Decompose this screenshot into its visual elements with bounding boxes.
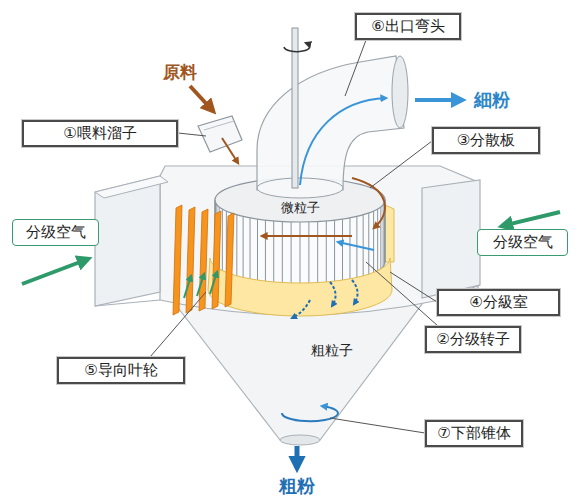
classification-chamber [208,258,392,316]
rotor-slat [334,220,335,282]
rotor-slat [363,215,364,277]
rotor-slat [291,222,292,284]
leader-line [330,418,425,433]
rotor-slat [342,219,343,281]
fine-flow-arrow [338,242,374,250]
callout-text: ⑤导向叶轮 [84,362,157,379]
callout-text: ⑦下部锥体 [437,425,510,442]
chute-edge [204,121,234,130]
coarse-particle-label: 粗粒子 [311,343,353,357]
air-flow-arrow [197,274,204,296]
callout-box: ②分级转子 [425,326,521,353]
callout-text: 分级空气 [26,224,86,241]
leader-line [178,133,206,136]
guide-vane [225,213,234,307]
callout-text: ⑥出口弯头 [371,18,444,35]
rotor-slat [243,216,244,278]
lower-cone [172,296,428,440]
rotor-slat [373,211,374,273]
leader-line [370,141,432,188]
rotor-slat [282,222,283,284]
guide-vane [212,211,221,309]
rotor-slat [300,222,301,284]
coarse-flow-arrow [352,280,358,304]
callout-text: ③分散板 [457,132,515,149]
rotor-slat [273,221,274,283]
fine-powder-arrow [415,98,462,102]
guide-vane [173,205,182,315]
right-air-duct [422,180,480,298]
cone-outlet [280,435,320,445]
elbow-opening [392,56,408,128]
feed-arrow [222,138,238,163]
air-inlet-arrow [22,259,88,284]
callout-box: ⑤导向叶轮 [57,357,185,384]
guide-vane [199,209,208,311]
rotor-slat [380,207,381,269]
coarse-powder-label: 粗粉 [279,477,315,495]
leader-line [345,40,366,96]
air-flow-arrow [184,276,191,298]
rotor-slat [308,222,309,284]
coarse-powder-arrow [295,446,300,468]
rotor-slat [377,209,378,271]
particle-flow-arrow [262,235,352,237]
leader-line [390,272,437,302]
air-inlet-arrow [502,212,560,226]
feed-chute [198,116,242,152]
callout-box: ⑥出口弯头 [355,13,461,40]
outlet-elbow [257,56,404,190]
callout-text: ①喂料溜子 [63,125,136,142]
air-inlet-box: 分级空气 [12,219,99,246]
callout-text: 分级空气 [493,234,553,251]
callout-box: ①喂料溜子 [22,120,178,147]
callout-box: ④分級室 [437,289,560,316]
callout-text: ②分级转子 [436,331,509,348]
air-inlet-box: 分级空气 [477,229,568,256]
swirl-arrow [282,406,338,421]
fine-particle-label: 微粒子 [281,201,320,214]
rotor-slat [317,222,318,284]
callout-box: ③分散板 [432,127,540,154]
leader-line [150,292,206,357]
material-label: 原料 [163,64,197,81]
coarse-flow-arrow [330,282,336,306]
rotor-slat [349,218,350,280]
callout-box: ⑦下部锥体 [425,420,523,447]
rotor-slat [222,209,223,271]
rotor-slat [236,215,237,277]
left-duct-top [95,176,168,198]
rotor-slat [368,213,369,275]
leader-line [366,262,438,326]
coarse-flow-arrow [292,300,310,318]
callout-text: ④分級室 [469,294,527,311]
rotor-slat [356,216,357,278]
rotor-slat [250,218,251,280]
rotor-slat [265,220,266,282]
air-flow-arrow [210,272,217,294]
feed-arrow [190,86,213,111]
rotation-arrow [284,43,310,52]
fine-flow-arrow [300,98,386,185]
chamber-band [385,205,394,262]
guide-vane [186,207,195,313]
fine-powder-label: 細粉 [474,91,510,109]
rotor-slat [257,219,258,281]
particle-flow-arrow [352,178,385,228]
rotor-slat [326,221,327,283]
